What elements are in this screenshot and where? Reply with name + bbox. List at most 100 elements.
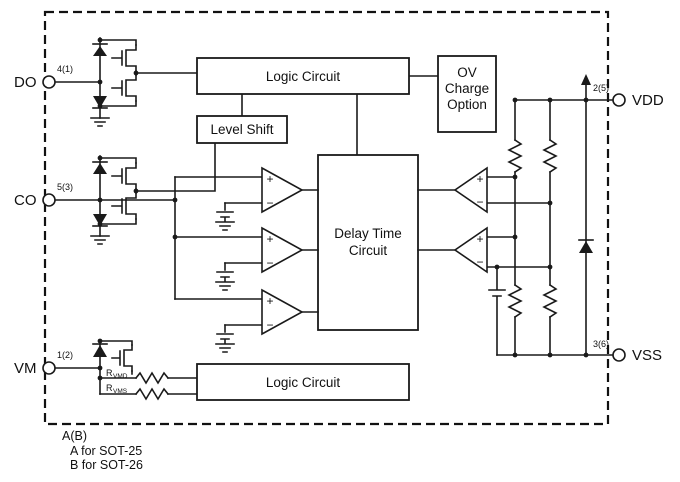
pin-do-number: 4(1) — [57, 64, 73, 74]
resistor-icon — [542, 138, 558, 174]
junction-dot — [494, 264, 500, 270]
rvmd-label-sub: VMD — [113, 373, 128, 380]
ov-label-line3: Option — [447, 97, 487, 112]
junction-dot — [133, 70, 139, 76]
vdd-arrow-icon — [581, 74, 591, 85]
logic-circuit-top-label: Logic Circuit — [266, 69, 341, 84]
rvms-label-sub: VMS — [113, 388, 128, 395]
pin-co-label: CO — [14, 192, 37, 209]
right-comparators: + − + − — [417, 166, 551, 356]
comparator-plus-sign: + — [266, 294, 273, 308]
wire-comp3 — [174, 298, 319, 326]
comparator-icon — [261, 288, 304, 336]
junction-dot — [547, 352, 553, 358]
wire-levelshift-to-co-fets — [135, 142, 216, 192]
delay-time-circuit-block — [317, 154, 419, 331]
diode-icon — [579, 241, 593, 253]
mosfet-icon — [111, 74, 137, 102]
comparator-minus-sign: − — [266, 196, 273, 210]
comparator-plus-sign: + — [476, 232, 483, 246]
level-shift-block — [196, 115, 288, 144]
diode-icon — [93, 96, 107, 108]
logic-circuit-top-block — [196, 57, 410, 95]
comparator-icon — [261, 226, 304, 274]
pin-vss-number: 3(6) — [593, 339, 609, 349]
diode-icon — [93, 46, 107, 56]
right-passives — [507, 74, 594, 319]
junction-dot — [583, 352, 589, 358]
note-line-1: A(B) — [62, 429, 87, 443]
comparator-plus-sign: + — [266, 172, 273, 186]
junction-dot — [512, 352, 518, 358]
junction-dot — [547, 97, 553, 103]
reference-battery-icon — [488, 266, 506, 356]
level-shift-label: Level Shift — [210, 122, 273, 137]
ic-boundary — [43, 10, 610, 426]
delay-label-line2: Circuit — [349, 243, 388, 258]
ground-icon — [90, 235, 110, 245]
wire-vm-fet-links — [99, 340, 133, 375]
resistor-rvmd-icon — [134, 371, 170, 385]
pin-do-label: DO — [14, 74, 37, 91]
diode-icon — [93, 163, 107, 174]
resistor-rvms-icon — [134, 387, 170, 401]
footnotes: A(B) A for SOT-25 B for SOT-26 — [62, 429, 143, 472]
note-line-2: A for SOT-25 — [70, 444, 142, 458]
ov-label-line1: OV — [457, 65, 477, 80]
rvms-label-main: R — [106, 383, 113, 393]
diode-icon — [93, 214, 107, 226]
pin-vm-label: VM — [14, 360, 37, 377]
junction-dot — [97, 103, 103, 109]
pin-vss-label: VSS — [632, 347, 662, 364]
vm-cluster: R VMD R VMS — [92, 339, 198, 401]
pins: DO 4(1) CO 5(3) VM 1(2) VDD 2(5) VSS 3(6… — [14, 64, 664, 377]
left-comparators: + − + − + − — [174, 166, 319, 353]
mosfet-icon — [111, 192, 137, 220]
rvmd-label-main: R — [106, 368, 113, 378]
comparator-minus-sign: − — [476, 195, 483, 209]
junction-dot — [547, 200, 553, 206]
ov-charge-option-block — [437, 55, 497, 133]
logic-circuit-bottom-label: Logic Circuit — [266, 375, 341, 390]
junction-dot — [172, 234, 178, 240]
junction-dot — [97, 79, 103, 85]
junction-dot — [512, 97, 518, 103]
comparator-minus-sign: − — [266, 256, 273, 270]
junction-dot — [97, 221, 103, 227]
junction-dot — [97, 365, 103, 371]
function-blocks: Logic Circuit OV Charge Option Level Shi… — [196, 55, 497, 401]
diode-icon — [93, 345, 107, 357]
junction-dots — [97, 37, 589, 381]
ov-label-line2: Charge — [445, 81, 489, 96]
junction-dot — [172, 197, 178, 203]
pin-do — [42, 75, 56, 89]
comparator-plus-sign: + — [476, 172, 483, 186]
comparator-icon — [453, 226, 488, 274]
pin-vdd-number: 2(5) — [593, 83, 609, 93]
wire-do-fet-links — [99, 39, 198, 107]
junction-dot — [97, 197, 103, 203]
note-line-3: B for SOT-26 — [70, 458, 143, 472]
junction-dot — [583, 97, 589, 103]
pin-vdd-label: VDD — [632, 92, 664, 109]
wire-comp2 — [174, 236, 319, 264]
comparator-minus-sign: − — [266, 318, 273, 332]
junction-dot — [97, 338, 103, 344]
junction-dot — [97, 155, 103, 161]
pin-vm — [42, 361, 56, 375]
comparator-plus-sign: + — [266, 232, 273, 246]
resistor-icon — [507, 138, 523, 174]
junction-dot — [133, 188, 139, 194]
comparator-icon — [453, 166, 488, 214]
junction-dot — [512, 174, 518, 180]
pin-vss — [612, 348, 626, 362]
logic-circuit-bottom-block — [196, 363, 410, 401]
comparator-minus-sign: − — [476, 255, 483, 269]
reference-ground-icon — [215, 262, 235, 291]
pin-vm-number: 1(2) — [57, 350, 73, 360]
delay-label-line1: Delay Time — [334, 226, 402, 241]
do-fet-cluster — [90, 37, 198, 127]
wire-comp1 — [174, 176, 319, 204]
